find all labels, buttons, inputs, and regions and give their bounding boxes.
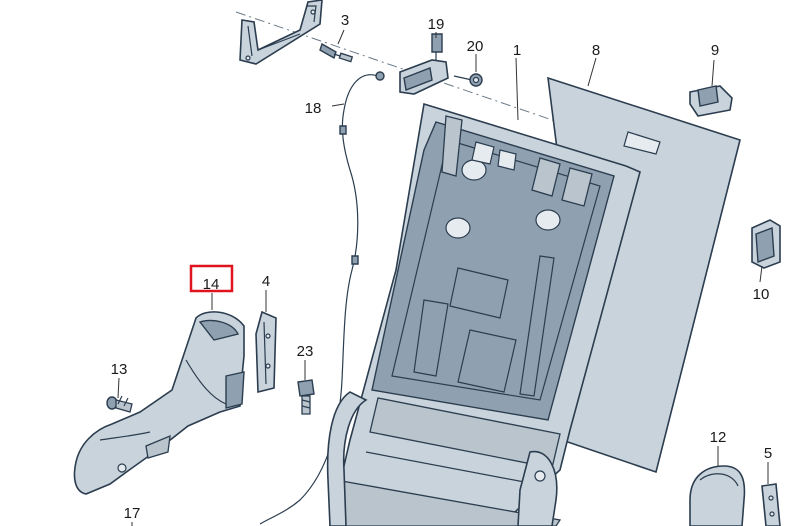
strip-part-4 <box>255 310 277 394</box>
bracket-part <box>239 0 323 65</box>
leader-lines <box>117 29 769 526</box>
callout-14[interactable]: 14 <box>203 276 220 293</box>
bracket-part-5 <box>761 483 781 526</box>
callout-20[interactable]: 20 <box>467 38 484 55</box>
callout-labels: 3 19 20 1 8 9 18 10 14 4 23 13 12 5 17 <box>111 12 773 522</box>
callout-13[interactable]: 13 <box>111 361 128 378</box>
callout-9[interactable]: 9 <box>711 42 719 59</box>
callout-17[interactable]: 17 <box>124 505 141 522</box>
callout-4[interactable]: 4 <box>262 273 270 290</box>
callout-1[interactable]: 1 <box>513 42 521 59</box>
clip-part-9 <box>689 85 733 117</box>
callout-19[interactable]: 19 <box>428 16 445 33</box>
callout-23[interactable]: 23 <box>297 343 314 360</box>
highlight-box <box>189 264 234 293</box>
rivet-part-3 <box>319 42 354 63</box>
pin-part-13 <box>106 395 133 413</box>
callout-18[interactable]: 18 <box>305 100 322 117</box>
bolt-part-23 <box>297 379 315 415</box>
clip-part-10 <box>751 219 781 269</box>
callout-8[interactable]: 8 <box>592 42 600 59</box>
callout-10[interactable]: 10 <box>753 286 770 303</box>
cap-part-12 <box>689 465 746 526</box>
latch-part-19 <box>399 33 449 95</box>
callout-12[interactable]: 12 <box>710 429 727 446</box>
callout-5[interactable]: 5 <box>764 445 772 462</box>
callout-3[interactable]: 3 <box>341 12 349 29</box>
screw-part-20 <box>453 73 483 87</box>
frame-part-1 <box>326 102 641 526</box>
trim-part-14 <box>73 311 245 495</box>
